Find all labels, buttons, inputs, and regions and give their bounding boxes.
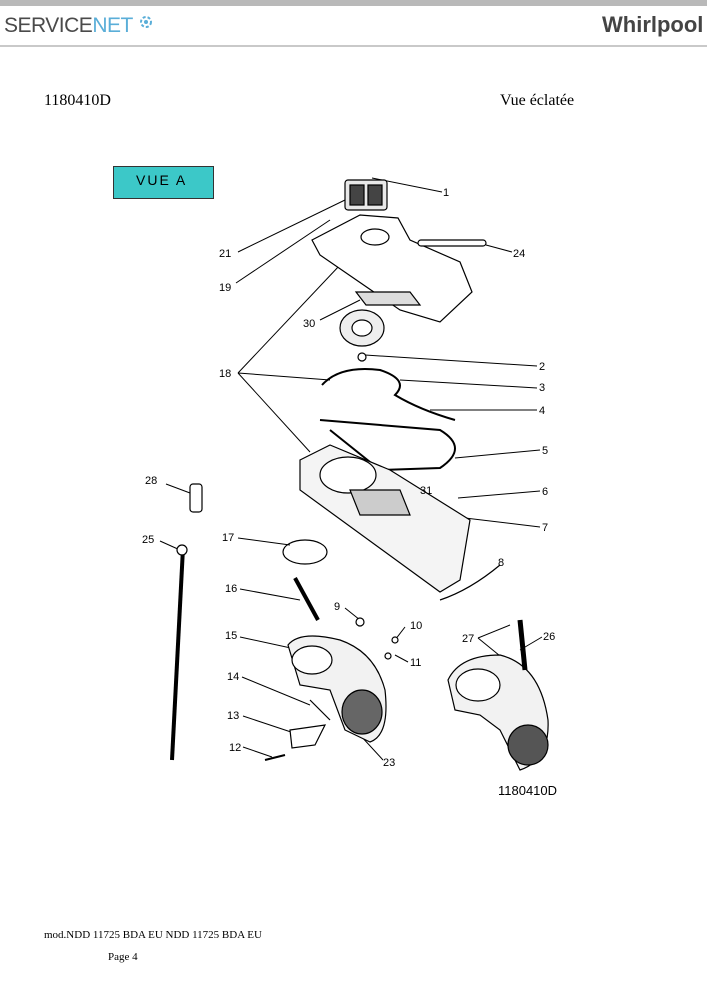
callout-21: 21 (219, 248, 231, 260)
callout-28: 28 (145, 475, 157, 487)
callout-5: 5 (542, 445, 548, 457)
callout-4: 4 (539, 405, 545, 417)
callout-7: 7 (542, 522, 548, 534)
footer-page-number: Page 4 (108, 951, 138, 963)
callout-3: 3 (539, 382, 545, 394)
header-divider (0, 45, 707, 47)
callout-9: 9 (334, 601, 340, 613)
callout-18: 18 (219, 368, 231, 380)
gear-icon (139, 16, 152, 28)
servicenet-logo-service: SERVICE (4, 14, 93, 37)
callout-26: 26 (543, 631, 555, 643)
callout-1: 1 (443, 187, 449, 199)
callout-27: 27 (462, 633, 474, 645)
document-code: 1180410D (44, 92, 111, 109)
callout-31: 31 (420, 485, 432, 497)
whirlpool-logo: Whirlpool (602, 12, 704, 37)
callout-24: 24 (513, 248, 525, 260)
callout-2: 2 (539, 361, 545, 373)
callout-14: 14 (227, 671, 239, 683)
callout-10: 10 (410, 620, 422, 632)
callout-8: 8 (498, 557, 504, 569)
callout-25: 25 (142, 534, 154, 546)
callout-6: 6 (542, 486, 548, 498)
callout-12: 12 (229, 742, 241, 754)
callout-13: 13 (227, 710, 239, 722)
callout-11: 11 (410, 657, 421, 669)
callout-16: 16 (225, 583, 237, 595)
footer-model: mod.NDD 11725 BDA EU NDD 11725 BDA EU (44, 929, 262, 941)
header-top-bar (0, 0, 707, 6)
callout-17: 17 (222, 532, 234, 544)
callout-23: 23 (383, 757, 395, 769)
callout-15: 15 (225, 630, 237, 642)
drawing-reference: 1180410D (498, 783, 557, 798)
servicenet-logo-net: NET (92, 14, 133, 37)
callout-19: 19 (219, 282, 231, 294)
view-label-box: VUE A (113, 166, 214, 199)
document-view-title: Vue éclatée (500, 92, 575, 109)
callout-30: 30 (303, 318, 315, 330)
servicenet-logo: SERVICENET (4, 14, 154, 38)
